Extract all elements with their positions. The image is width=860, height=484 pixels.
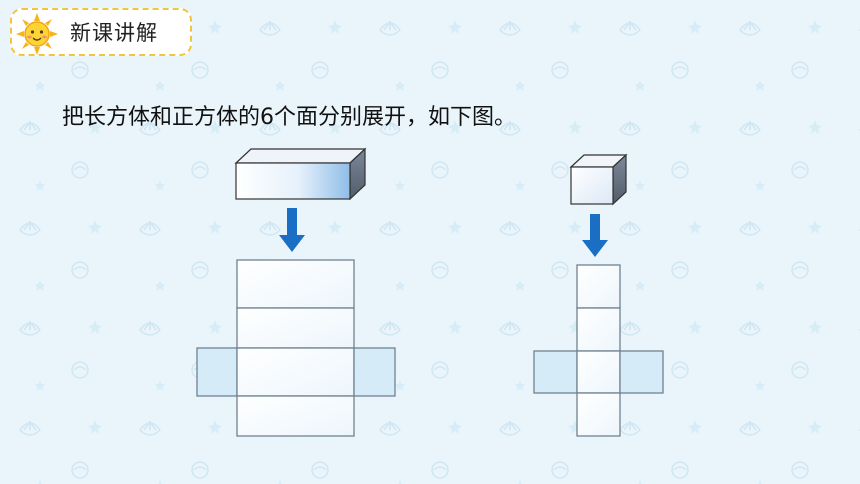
cuboid-icon (234, 147, 367, 201)
down-arrow-icon (582, 214, 608, 257)
cube-net (533, 264, 664, 437)
cube-icon (569, 153, 628, 206)
instruction-text: 把长方体和正方体的6个面分别展开，如下图。 (62, 105, 516, 130)
section-title: 新课讲解 (70, 21, 158, 45)
down-arrow-icon (279, 208, 305, 252)
cuboid-net (196, 259, 396, 437)
section-header: 新课讲解 (10, 8, 192, 56)
sun-icon (16, 13, 58, 55)
